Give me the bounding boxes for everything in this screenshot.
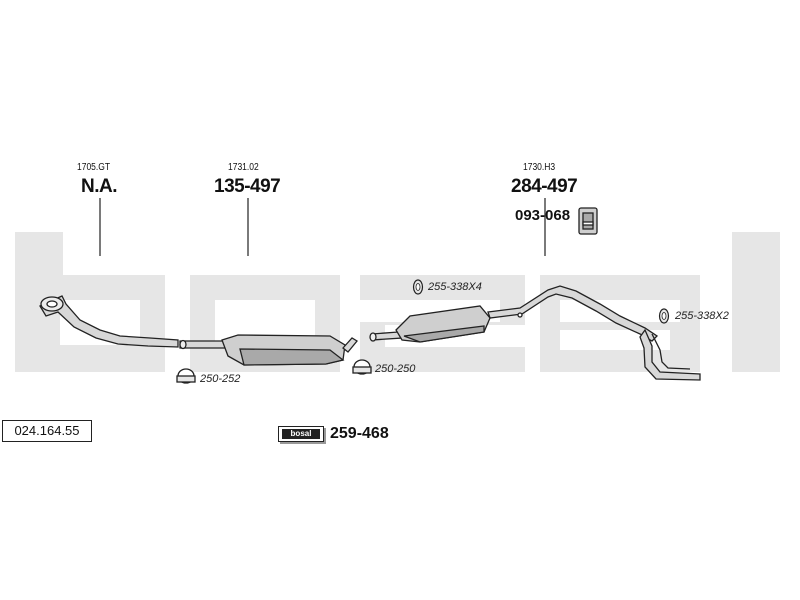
rear-silencer-assembly bbox=[369, 285, 701, 381]
part-number-front-pipe: N.A. bbox=[81, 176, 118, 197]
part-number-middle-silencer: 135-497 bbox=[214, 176, 281, 197]
bosal-badge-icon: bosal bbox=[278, 426, 324, 442]
accessory-ref-clamp-252: 250-252 bbox=[200, 373, 241, 385]
rubber-ring-icon bbox=[412, 279, 424, 295]
section-code-middle-silencer: 1731.02 bbox=[228, 162, 259, 173]
pipe-clamp-icon bbox=[176, 368, 196, 384]
front-pipe bbox=[39, 295, 179, 348]
accessory-ref-clamp-250: 250-250 bbox=[375, 363, 416, 375]
part-number-rear-silencer: 284-497 bbox=[511, 176, 578, 197]
part-number-mounting-kit: 259-468 bbox=[330, 425, 389, 442]
badge-text: bosal bbox=[282, 429, 320, 439]
middle-silencer bbox=[179, 334, 358, 366]
section-code-rear-silencer: 1730.H3 bbox=[523, 162, 556, 173]
section-code-front-pipe: 1705.GT bbox=[77, 162, 111, 173]
accessory-ref-ring-x2: 255-338X2 bbox=[675, 310, 729, 322]
diagram-number: 024.164.55 bbox=[2, 420, 92, 442]
part-number-hanger: 093-068 bbox=[515, 207, 571, 224]
rubber-ring-icon bbox=[658, 308, 670, 324]
accessory-ref-ring-x4: 255-338X4 bbox=[428, 281, 482, 293]
rubber-hanger-icon bbox=[578, 207, 598, 235]
pipe-clamp-icon bbox=[352, 359, 372, 375]
